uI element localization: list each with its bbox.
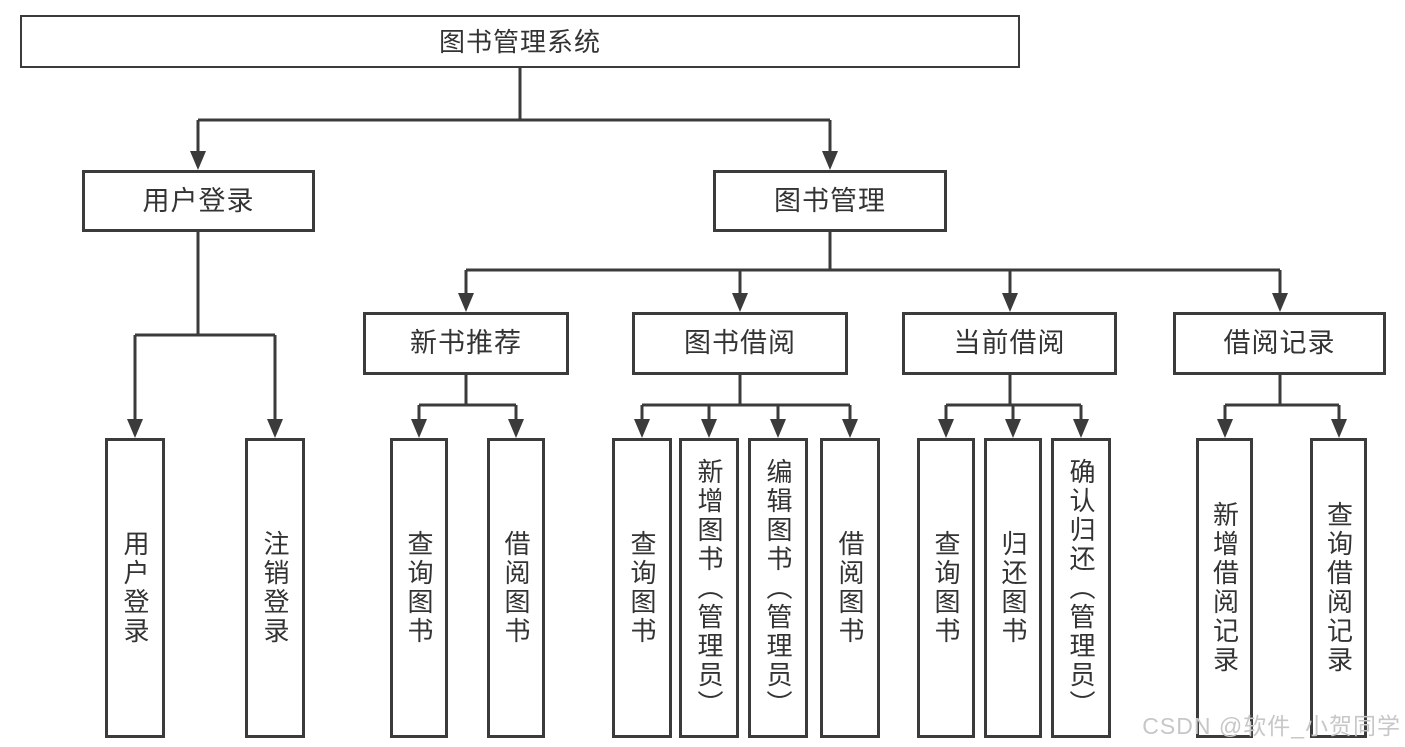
arrowhead — [458, 293, 474, 312]
arrowhead — [822, 151, 838, 170]
connector-bookborrow-to-leaves — [634, 375, 858, 438]
node-root-system: 图书管理系统 — [20, 15, 1020, 68]
leaf-borrow-edit-book-admin: 编辑图书（管理员） — [748, 438, 808, 738]
leaf-logout: 注销登录 — [245, 438, 305, 738]
leaf-current-confirm-return-admin: 确认归还（管理员） — [1051, 438, 1111, 738]
arrowhead — [1002, 293, 1018, 312]
connector-borrowrecords-to-leaves — [1217, 375, 1347, 438]
leaf-records-query-record: 查询借阅记录 — [1310, 438, 1367, 738]
leaf-newbook-query-book: 查询图书 — [390, 438, 448, 738]
leaf-current-return-book: 归还图书 — [984, 438, 1042, 738]
arrowhead — [1331, 419, 1347, 438]
node-current-borrow: 当前借阅 — [902, 312, 1117, 375]
leaf-user-login: 用户登录 — [105, 438, 165, 738]
node-book-management: 图书管理 — [713, 170, 947, 232]
arrowhead — [411, 419, 427, 438]
leaf-borrow-query-book: 查询图书 — [612, 438, 672, 738]
arrowhead — [770, 419, 786, 438]
leaf-borrow-borrow-book: 借阅图书 — [820, 438, 880, 738]
arrowhead — [634, 419, 650, 438]
connector-userlogin-to-leaves — [127, 232, 283, 438]
arrowhead — [1217, 419, 1233, 438]
arrowhead — [938, 419, 954, 438]
arrowhead — [842, 419, 858, 438]
leaf-records-add-record: 新增借阅记录 — [1196, 438, 1253, 738]
arrowhead — [127, 419, 143, 438]
arrowhead — [190, 151, 206, 170]
node-borrow-records: 借阅记录 — [1173, 312, 1386, 375]
leaf-current-query-book: 查询图书 — [917, 438, 975, 738]
node-user-login: 用户登录 — [82, 170, 315, 232]
arrowhead — [701, 419, 717, 438]
arrowhead — [1005, 419, 1021, 438]
connector-bookmgmt-to-level3 — [458, 232, 1288, 312]
connector-root-to-level2 — [190, 68, 838, 170]
arrowhead — [508, 419, 524, 438]
arrowhead — [267, 419, 283, 438]
arrowhead — [732, 293, 748, 312]
connector-newbook-to-leaves — [411, 375, 524, 438]
arrowhead — [1272, 293, 1288, 312]
connector-currentborrow-to-leaves — [938, 375, 1089, 438]
leaf-newbook-borrow-book: 借阅图书 — [487, 438, 545, 738]
node-book-borrow: 图书借阅 — [632, 312, 848, 375]
arrowhead — [1073, 419, 1089, 438]
leaf-borrow-add-book-admin: 新增图书（管理员） — [679, 438, 739, 738]
node-new-book-recommend: 新书推荐 — [363, 312, 569, 375]
